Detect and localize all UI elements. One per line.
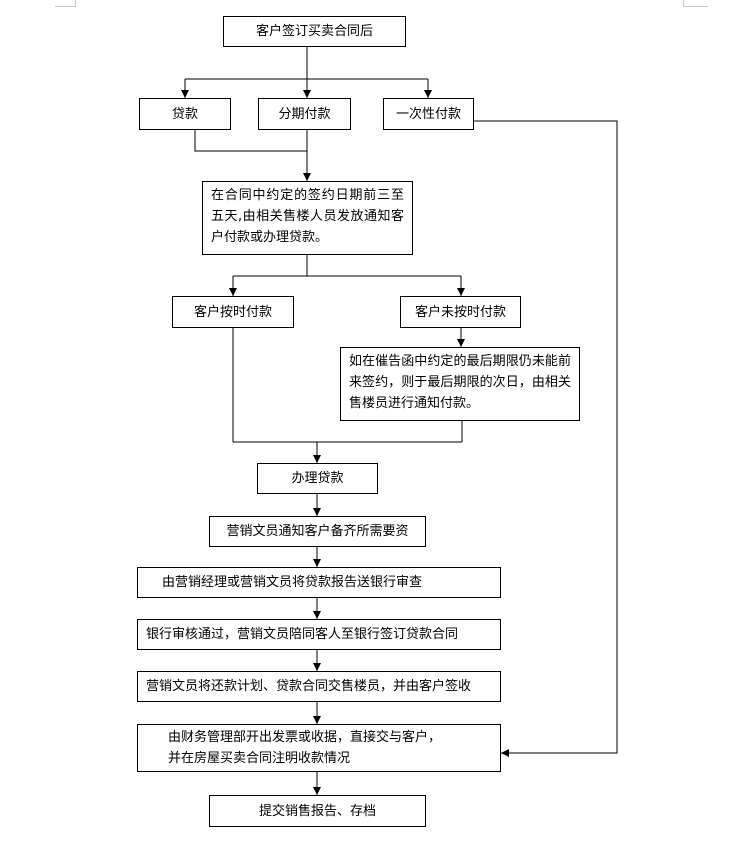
bank-approved-box: 银行审核通过，营销文员陪同客人至银行签订贷款合同 bbox=[137, 619, 501, 650]
on-time-payment-box: 客户按时付款 bbox=[172, 296, 294, 328]
installment-box: 分期付款 bbox=[258, 98, 351, 130]
one-time-payment-box: 一次性付款 bbox=[383, 98, 474, 130]
handle-loan-label: 办理贷款 bbox=[291, 471, 344, 486]
payment-notice-text: 在合同中约定的签约日期前三至五天,由相关售楼人员发放通知客户付款或办理贷款。 bbox=[211, 188, 404, 245]
connector-loan-merge bbox=[194, 130, 307, 152]
page-corner-mark-left bbox=[55, 0, 76, 7]
report-label: 提交销售报告、存档 bbox=[258, 803, 376, 819]
repayment-label: 营销文员将还款计划、贷款合同交售楼员，并由客户签收 bbox=[146, 679, 472, 694]
handle-loan-box: 办理贷款 bbox=[257, 463, 378, 494]
invoice-box: 由财务管理部开出发票或收据，直接交与客户， 并在房屋买卖合同注明收款情况 bbox=[137, 724, 501, 772]
start-box: 客户签订买卖合同后 bbox=[223, 16, 406, 47]
page-corner-mark-right bbox=[683, 0, 708, 7]
loan-label: 贷款 bbox=[171, 106, 198, 122]
late-payment-label: 客户未按时付款 bbox=[414, 304, 506, 320]
bank-review-label: 由营销经理或营销文员将贷款报告送银行审查 bbox=[162, 575, 423, 590]
payment-notice-box: 在合同中约定的签约日期前三至五天,由相关售楼人员发放通知客户付款或办理贷款。 bbox=[202, 181, 413, 255]
arrow-one-time-bypass bbox=[474, 120, 618, 757]
prepare-docs-box: 营销文员通知客户备齐所需要资 bbox=[209, 516, 426, 547]
final-deadline-box: 如在催告函中约定的最后期限仍未能前来签约，则于最后期限的次日，由相关售楼员进行通… bbox=[340, 347, 580, 421]
invoice-line-1: 由财务管理部开出发票或收据，直接交与客户， bbox=[168, 730, 442, 745]
late-payment-box: 客户未按时付款 bbox=[400, 296, 521, 328]
invoice-line-2: 并在房屋买卖合同注明收款情况 bbox=[168, 751, 351, 766]
report-box: 提交销售报告、存档 bbox=[209, 795, 426, 827]
bank-review-box: 由营销经理或营销文员将贷款报告送银行审查 bbox=[137, 567, 501, 598]
installment-label: 分期付款 bbox=[278, 106, 331, 122]
prepare-docs-label: 营销文员通知客户备齐所需要资 bbox=[226, 524, 409, 539]
one-time-payment-label: 一次性付款 bbox=[395, 106, 461, 122]
repayment-box: 营销文员将还款计划、贷款合同交售楼员，并由客户签收 bbox=[137, 671, 501, 702]
on-time-payment-label: 客户按时付款 bbox=[193, 304, 272, 320]
start-label: 客户签订买卖合同后 bbox=[255, 24, 373, 39]
final-deadline-text: 如在催告函中约定的最后期限仍未能前来签约，则于最后期限的次日，由相关售楼员进行通… bbox=[349, 354, 571, 411]
bank-approved-label: 银行审核通过，营销文员陪同客人至银行签订贷款合同 bbox=[146, 627, 459, 642]
loan-box: 贷款 bbox=[139, 98, 231, 130]
